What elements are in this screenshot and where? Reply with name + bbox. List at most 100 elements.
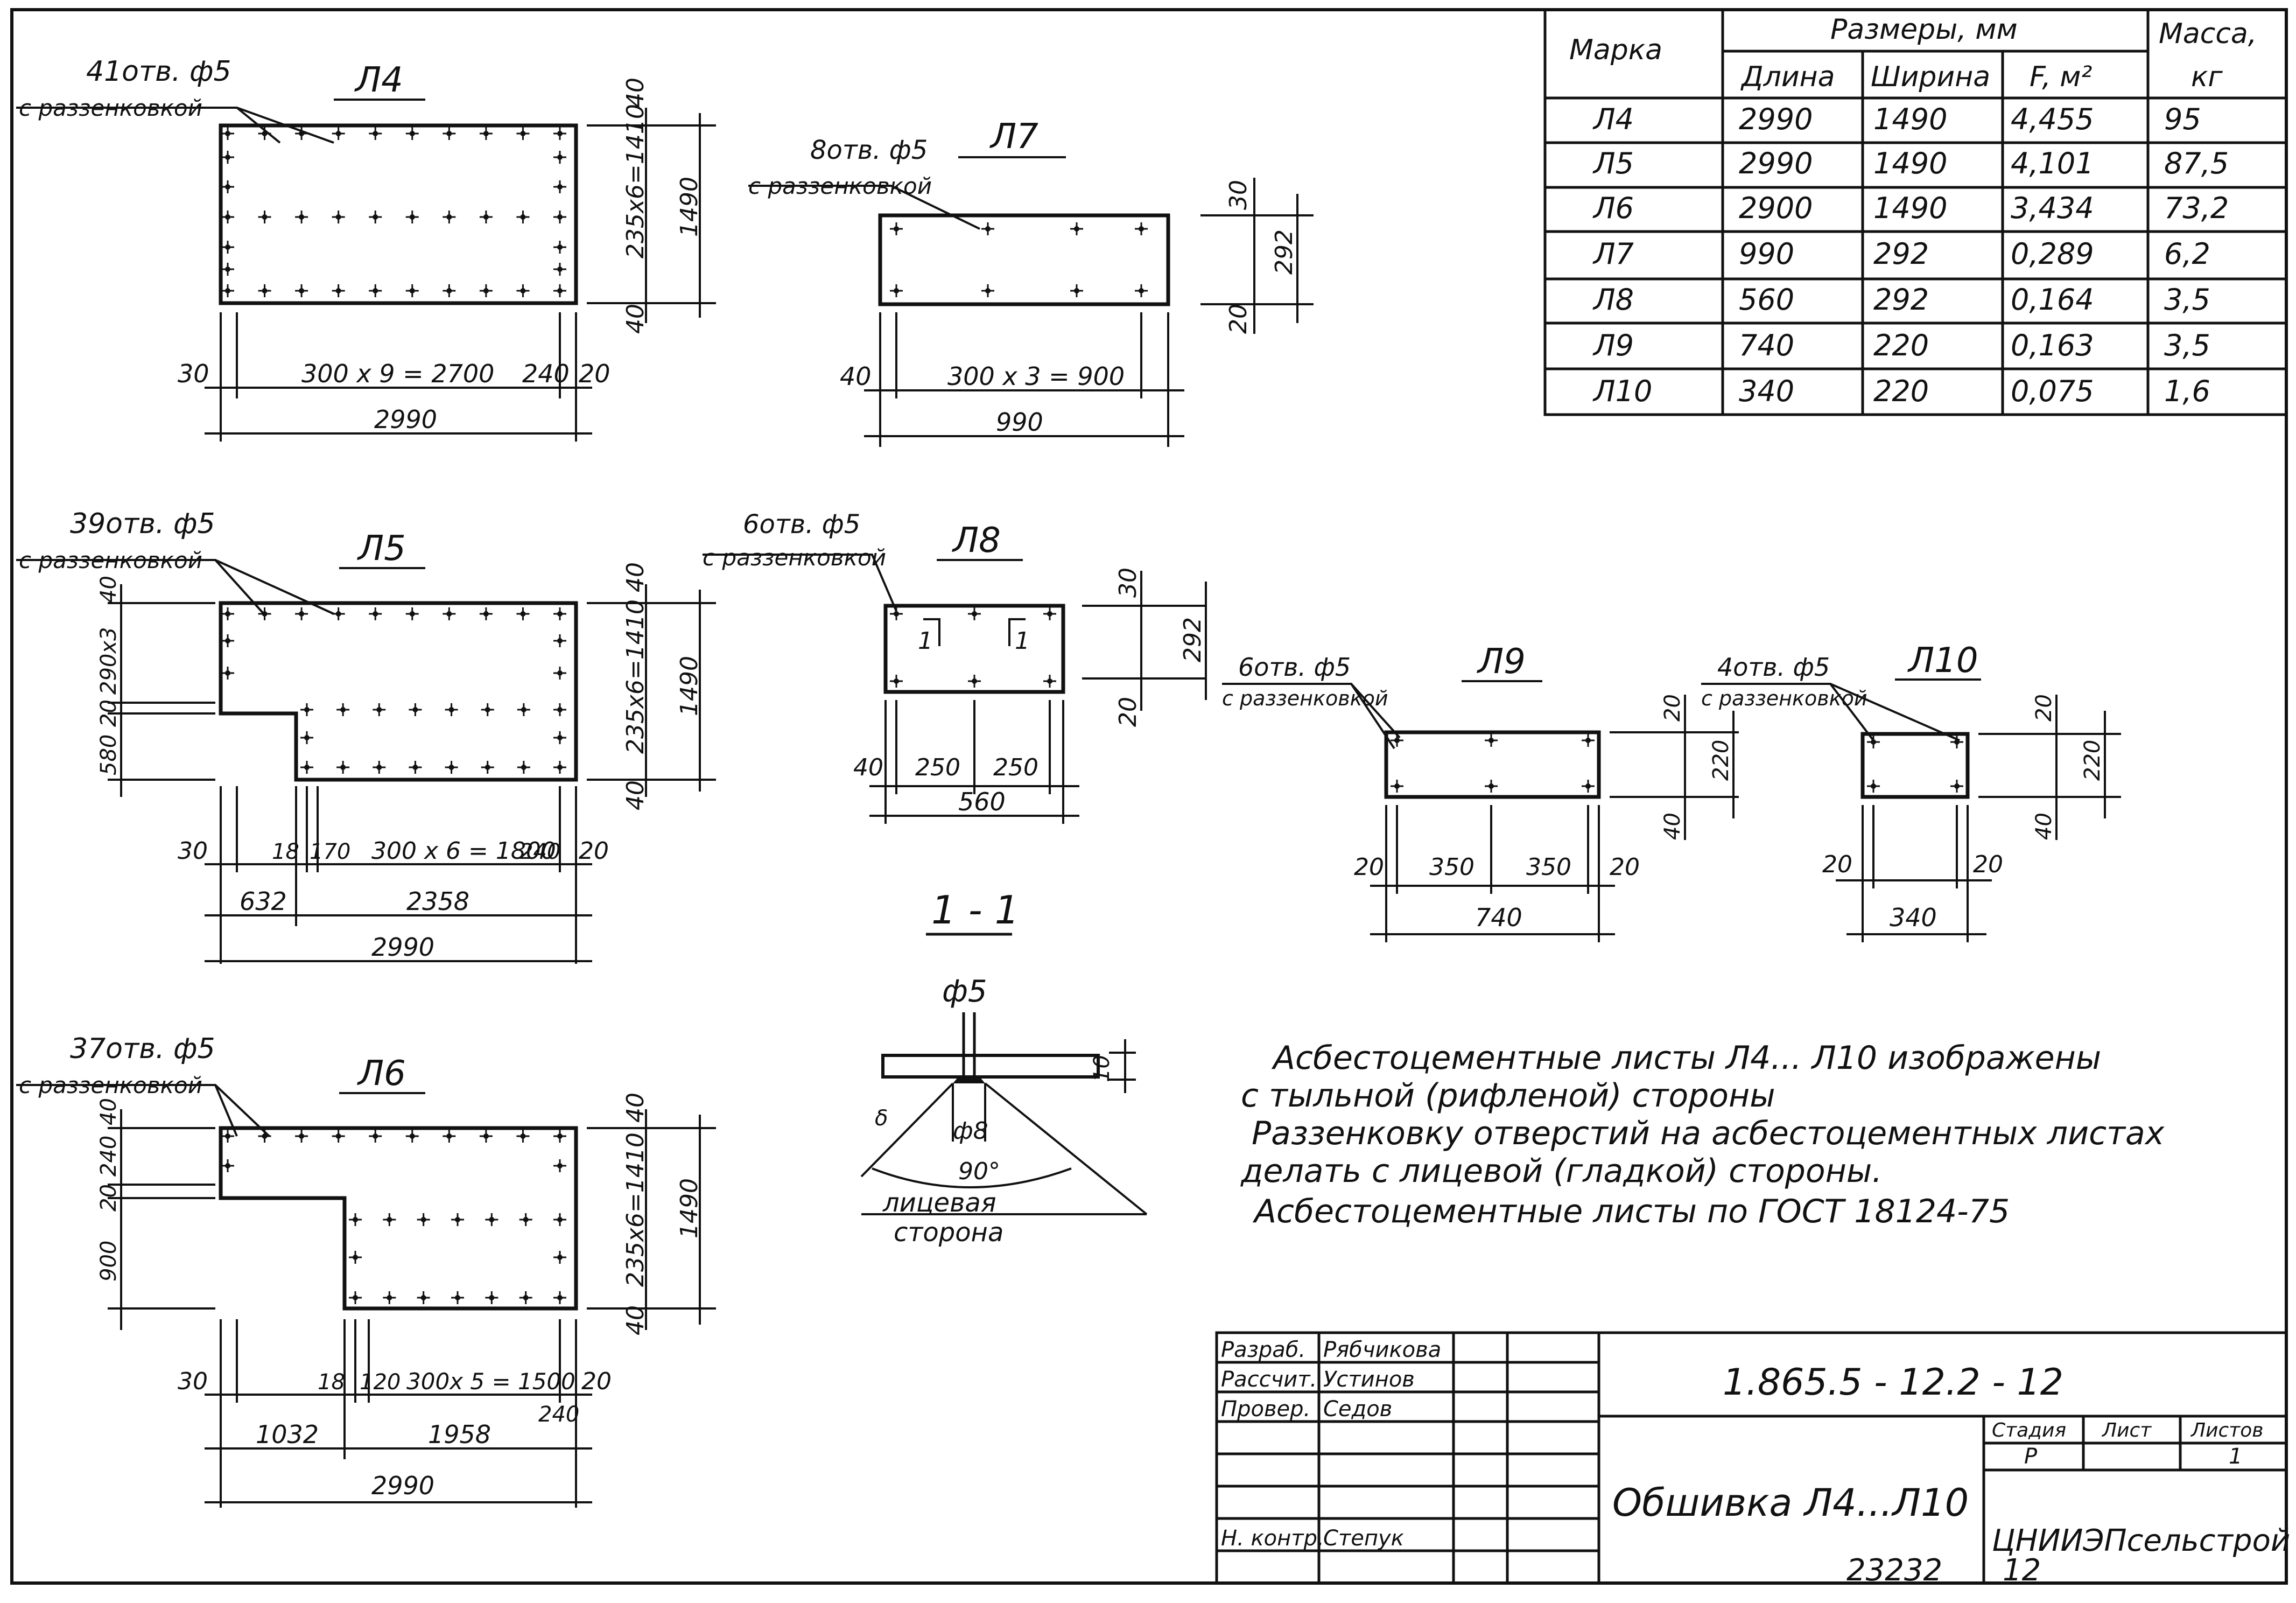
- l6-dim-d: 240: [538, 1402, 579, 1427]
- l7-dim-total: 990: [996, 408, 1043, 437]
- l8-dim-bottom: 20: [1114, 697, 1142, 727]
- l4-title: Л4: [354, 60, 403, 100]
- l5-holes-pattern: [221, 607, 566, 774]
- l7-holes: 8отв. ф5: [810, 135, 928, 165]
- l4-dim-pitch: 300 х 9 = 2700: [301, 359, 494, 388]
- notes: Асбестоцементные листы Л4... Л10 изображ…: [1240, 1039, 2165, 1230]
- spec-cell-mass: 87,5: [2164, 146, 2229, 180]
- hole-mark: [443, 607, 456, 620]
- spec-cell-area: 0,163: [2011, 328, 2094, 362]
- l6-dim-total: 2990: [371, 1471, 434, 1500]
- l5-dim-left-a: 290х3: [96, 627, 121, 695]
- l6-outline: [219, 1126, 578, 1311]
- l4-holes-pattern: [221, 127, 566, 297]
- hole-mark: [553, 731, 566, 744]
- l9-dim-a: 20: [1354, 853, 1384, 881]
- hole-mark: [479, 127, 493, 140]
- hole-mark: [300, 703, 313, 716]
- hole-mark: [553, 180, 566, 193]
- hole-mark: [295, 211, 308, 223]
- l6-dim-a: 30: [178, 1368, 208, 1395]
- l6-dim-left-a: 240: [96, 1136, 121, 1177]
- hole-mark: [369, 127, 382, 140]
- hole-mark: [221, 211, 234, 223]
- title-block-role: Провер.: [1221, 1397, 1310, 1422]
- l8-dim-total: 560: [958, 787, 1006, 816]
- l8-title: Л8: [952, 521, 1001, 561]
- hole-mark: [516, 284, 530, 297]
- spec-header-width: Ширина: [1871, 61, 1990, 93]
- hole-mark: [485, 1291, 498, 1304]
- l5-dim-vert: 235х6=1410: [622, 599, 649, 754]
- l6-holes: 37отв. ф5: [70, 1033, 215, 1065]
- l5-dim-height: 1490: [676, 656, 703, 716]
- l8-dim-c: 250: [993, 754, 1038, 781]
- spec-cell-mark: Л5: [1592, 146, 1634, 180]
- spec-cell-width: 292: [1873, 237, 1929, 271]
- spec-cell-width: 1490: [1873, 146, 1947, 180]
- spec-cell-mass: 95: [2164, 102, 2201, 136]
- hole-mark: [221, 180, 234, 193]
- spec-header-length: Длина: [1740, 61, 1835, 93]
- note-line-2: с тыльной (рифленой) стороны: [1241, 1077, 1775, 1115]
- hole-mark: [479, 284, 493, 297]
- l6-dim-right-bottom: 40: [622, 1305, 649, 1335]
- l6-dim-left-top: 40: [96, 1098, 121, 1125]
- sheet-l6: Л6 37отв. ф5 с раззенковкой 40 240 20 90…: [16, 1033, 716, 1508]
- hole-mark: [221, 667, 234, 680]
- hole-mark: [553, 241, 566, 254]
- l10-dim-top: 20: [2032, 694, 2056, 722]
- l8-holes: 6отв. ф5: [743, 509, 860, 540]
- l7-dim-top: 30: [1225, 180, 1252, 210]
- section-thickness: 10: [1090, 1055, 1114, 1082]
- hole-mark: [445, 703, 458, 716]
- l4-dim-height: 1490: [676, 177, 703, 237]
- spec-cell-length: 560: [1739, 283, 1794, 317]
- hole-mark: [553, 151, 566, 164]
- l5-dim-e: 20: [579, 837, 609, 865]
- l4-dim-right-a: 240: [522, 359, 570, 388]
- hole-mark: [553, 607, 566, 620]
- hole-mark: [519, 1291, 532, 1304]
- l9-dim-total: 740: [1475, 903, 1522, 932]
- hole-mark: [1950, 780, 1963, 793]
- hole-mark: [336, 703, 350, 716]
- hole-mark: [383, 1291, 396, 1304]
- stage-value: Р: [2024, 1444, 2038, 1469]
- spec-cell-mark: Л6: [1592, 191, 1634, 225]
- l4-dim-left: 30: [178, 359, 209, 388]
- spec-cell-length: 2900: [1739, 191, 1813, 225]
- title-block: [1215, 1331, 2288, 1585]
- hole-mark: [405, 284, 419, 297]
- section-title: 1 - 1: [931, 887, 1019, 933]
- title-block-name: Седов: [1323, 1397, 1392, 1422]
- l9-dim-top: 20: [1660, 694, 1685, 722]
- spec-cell-length: 990: [1739, 237, 1794, 271]
- hole-mark: [258, 1130, 271, 1143]
- title-block-role: Н. контр.: [1221, 1526, 1324, 1551]
- l6-title: Л6: [357, 1054, 406, 1094]
- hole-mark: [336, 761, 350, 774]
- l8-dim-a: 40: [853, 754, 883, 781]
- hole-mark: [417, 1291, 430, 1304]
- l5-dim-right-bottom: 40: [622, 780, 649, 810]
- l5-dim-a: 30: [178, 837, 208, 865]
- l9-dim-c: 350: [1526, 853, 1571, 881]
- hole-mark: [221, 1159, 234, 1172]
- spec-cell-mark: Л9: [1592, 328, 1634, 362]
- hole-mark: [221, 241, 234, 254]
- l10-title: Л10: [1907, 641, 1978, 681]
- l6-dim-right-top: 40: [622, 1093, 649, 1123]
- l4-dim-bottom: 40: [622, 304, 649, 334]
- spec-cell-width: 292: [1873, 283, 1929, 317]
- l8-countersink: с раззенковкой: [703, 544, 886, 571]
- hole-mark: [1485, 780, 1498, 793]
- spec-cell-mark: Л7: [1592, 237, 1634, 271]
- hole-mark: [443, 127, 456, 140]
- l4-holes: 41отв. ф5: [86, 55, 231, 88]
- l5-outline: [219, 601, 578, 782]
- hole-mark: [369, 607, 382, 620]
- stage-label: Стадия: [1992, 1419, 2066, 1441]
- l10-dim-height: 220: [2080, 740, 2105, 781]
- l9-holes-pattern: [1391, 734, 1595, 793]
